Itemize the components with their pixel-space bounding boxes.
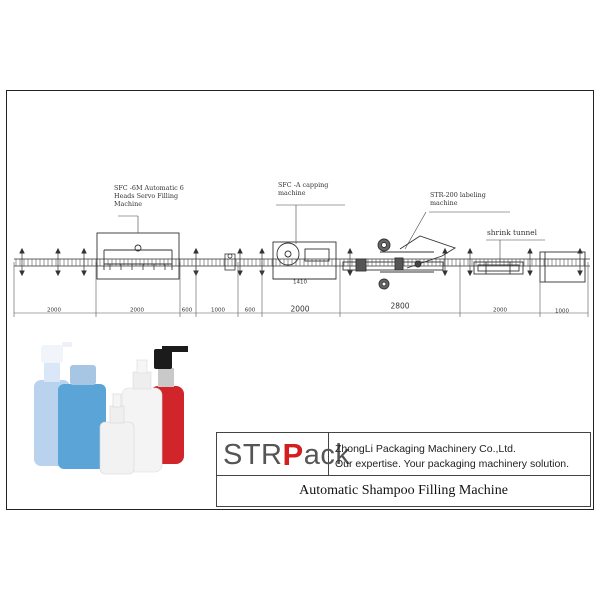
logo-text-str: STR [223, 438, 283, 471]
dimension-label: 2000 [290, 305, 309, 314]
capping-machine [272, 241, 337, 280]
company-tagline: Our expertise. Your packaging machinery … [335, 458, 570, 470]
labeling-machine-label: STR-200 labeling machine [430, 191, 486, 207]
dimension-label: 2000 [493, 308, 507, 314]
title-block-divider [217, 475, 590, 476]
accumulation-table [539, 251, 586, 283]
filling-machine [96, 232, 180, 280]
conveyor-stands [19, 247, 583, 277]
company-name: ZhongLi Packaging Machinery Co.,Ltd. [335, 443, 516, 455]
dimension-label: 2800 [390, 302, 409, 311]
logo-text-p: P [282, 437, 304, 472]
dimension-label: 2000 [47, 308, 61, 314]
dimension-label: 600 [245, 308, 256, 314]
drawing-frame [6, 90, 594, 510]
dimension-label: 600 [182, 308, 193, 314]
filling-machine-label: SFC -6M Automatic 6 Heads Servo Filling … [114, 184, 184, 208]
machine-title: Automatic Shampoo Filling Machine [299, 483, 508, 498]
shrink-tunnel-label: shrink tunnel [487, 228, 538, 237]
conveyor-guide-unit [224, 253, 236, 271]
dimension-label: 2000 [130, 308, 144, 314]
logo-text-ack: ack [303, 438, 351, 471]
dimension-ticks [13, 262, 589, 317]
labeling-machine [342, 235, 457, 290]
logo-divider [328, 433, 329, 475]
dimension-label: 1000 [555, 309, 569, 315]
leader-lines [118, 204, 545, 262]
product-bottles-photo [34, 342, 188, 475]
dimension-label: 1000 [211, 308, 225, 314]
dimension-labels: 2000 2000 600 1000 600 1410 2000 2800 2000 1000 [47, 280, 569, 315]
capping-machine-label: SFC -A capping machine [278, 181, 329, 197]
shrink-tunnel [473, 261, 524, 275]
dimension-label: 1410 [293, 280, 307, 286]
filling-nozzles [109, 264, 166, 270]
